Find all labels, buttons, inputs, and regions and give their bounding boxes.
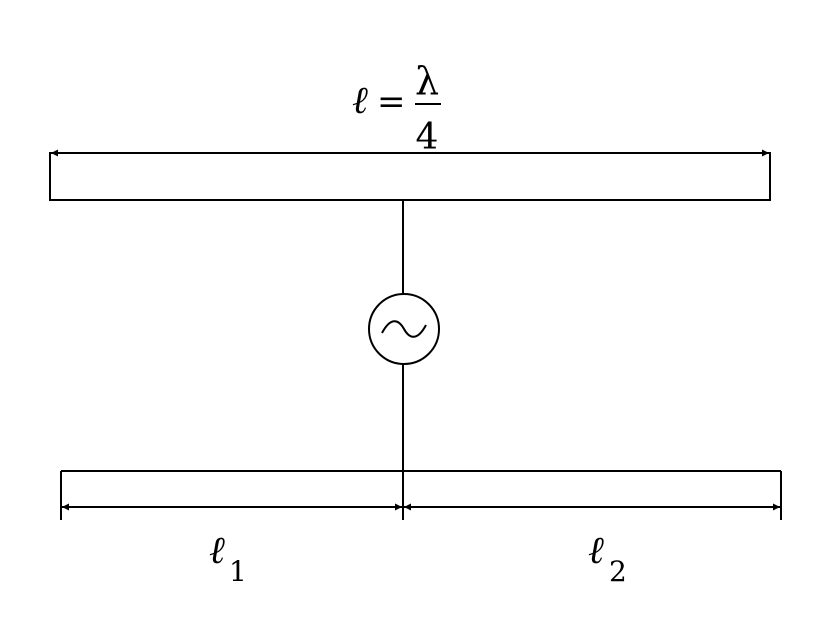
left-ell-symbol: ℓ	[209, 528, 225, 572]
top-equals-sign: =	[377, 82, 406, 122]
ac-source	[368, 293, 440, 365]
sine-wave-icon	[381, 320, 427, 338]
top-ell-symbol: ℓ	[352, 78, 368, 122]
left-length-label: ℓ 1	[209, 528, 247, 588]
top-length-label: ℓ = λ 4	[352, 59, 441, 158]
top-lambda-numerator: λ	[415, 59, 439, 103]
left-subscript: 1	[229, 555, 247, 588]
right-ell-symbol: ℓ	[588, 528, 604, 572]
right-length-label: ℓ 2	[588, 528, 627, 588]
top-antenna-element	[49, 152, 771, 201]
top-denominator: 4	[416, 117, 439, 158]
right-subscript: 2	[609, 555, 627, 588]
